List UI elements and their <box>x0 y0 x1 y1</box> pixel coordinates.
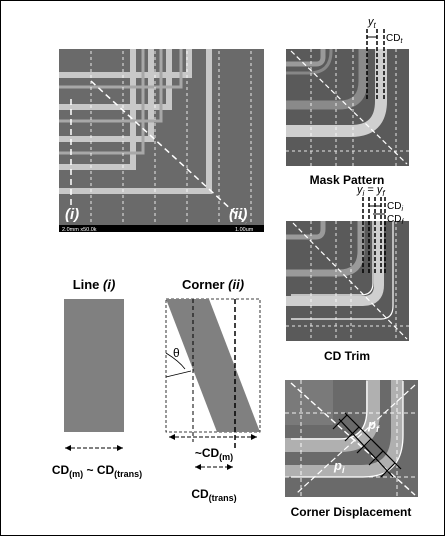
svg-text:CDf: CDf <box>387 214 404 226</box>
mask-cd-label: CD <box>386 33 400 44</box>
svg-text:pf: pf <box>367 417 380 434</box>
label-i: (i) <box>65 206 79 223</box>
corner-title: Corner <box>182 277 228 292</box>
scalebar-right: 1.00um <box>235 227 254 233</box>
svg-text:yt: yt <box>367 16 377 30</box>
corner-cd-trans-sub: (trans) <box>209 493 237 503</box>
svg-text:CD(trans): CD(trans) <box>191 487 236 503</box>
theta-label: θ <box>173 346 180 360</box>
line-schematic: Line (i) CD(m) ~ CD(trans) <box>52 277 142 479</box>
svg-text:yi = yf: yi = yf <box>356 184 385 198</box>
trim-caption: CD Trim <box>324 349 370 363</box>
trim-cd-f-sub: f <box>401 219 404 226</box>
svg-text:Corner (ii): Corner (ii) <box>182 277 244 292</box>
disp-p-i: p <box>333 458 342 473</box>
trim-cd-i: CD <box>387 201 401 212</box>
line-title: Line <box>73 277 103 292</box>
sem-image: (i) (ii) 2.0mm x50.0k 1.00um <box>59 49 264 233</box>
mask-y-label: y <box>367 16 375 28</box>
svg-text:CD(m) ~ CD(trans): CD(m) ~ CD(trans) <box>52 463 142 479</box>
corner-cd-m-sub: (m) <box>219 452 233 462</box>
corner-schematic: Corner (ii) θ ~CD(m) CD(trans) <box>165 277 261 503</box>
corner-title-italic: (ii) <box>228 277 244 292</box>
sem-l-lines <box>59 49 252 226</box>
svg-text:Line (i): Line (i) <box>73 277 116 292</box>
svg-text:~CD(m): ~CD(m) <box>195 446 233 462</box>
svg-text:CDt: CDt <box>386 33 403 45</box>
trim-y-rhs: y <box>376 184 384 196</box>
corner-cd-m: ~CD <box>195 446 220 460</box>
mask-caption: Mask Pattern <box>310 173 385 187</box>
disp-p-f: p <box>367 417 376 432</box>
trim-y-lhs-sub: i <box>363 189 365 198</box>
label-ii: (ii) <box>229 206 247 223</box>
line-cd: CD <box>52 463 70 477</box>
scalebar-left: 2.0mm x50.0k <box>62 227 97 233</box>
svg-text:CDi: CDi <box>387 201 403 213</box>
mask-y-sub: t <box>374 21 377 30</box>
trim-y-rhs-sub: f <box>382 189 385 198</box>
trim-y-lhs: y <box>356 184 364 196</box>
cd-trim-panel: yi = yf CDi CDf CD Trim <box>286 184 409 363</box>
mask-cd-sub: t <box>400 38 403 45</box>
line-title-italic: (i) <box>103 277 115 292</box>
line-cd-sub2: (trans) <box>114 469 142 479</box>
corner-displacement-panel: pf pi Corner Displacement <box>285 380 418 519</box>
line-approx: ~ CD <box>83 463 114 477</box>
mask-pattern-panel: yt CDt Mask Pattern <box>286 16 409 187</box>
trim-cd-f: CD <box>387 214 401 225</box>
sem-scalebar <box>59 225 264 232</box>
corner-cd-trans: CD <box>191 487 209 501</box>
svg-text:pi: pi <box>333 458 345 475</box>
disp-p-i-sub: i <box>342 465 345 475</box>
disp-caption: Corner Displacement <box>291 505 412 519</box>
line-cd-sub1: (m) <box>69 469 83 479</box>
trim-cd-i-sub: i <box>401 206 403 213</box>
corner-block <box>166 299 260 432</box>
disp-p-f-sub: f <box>376 424 380 434</box>
line-block <box>64 299 124 432</box>
